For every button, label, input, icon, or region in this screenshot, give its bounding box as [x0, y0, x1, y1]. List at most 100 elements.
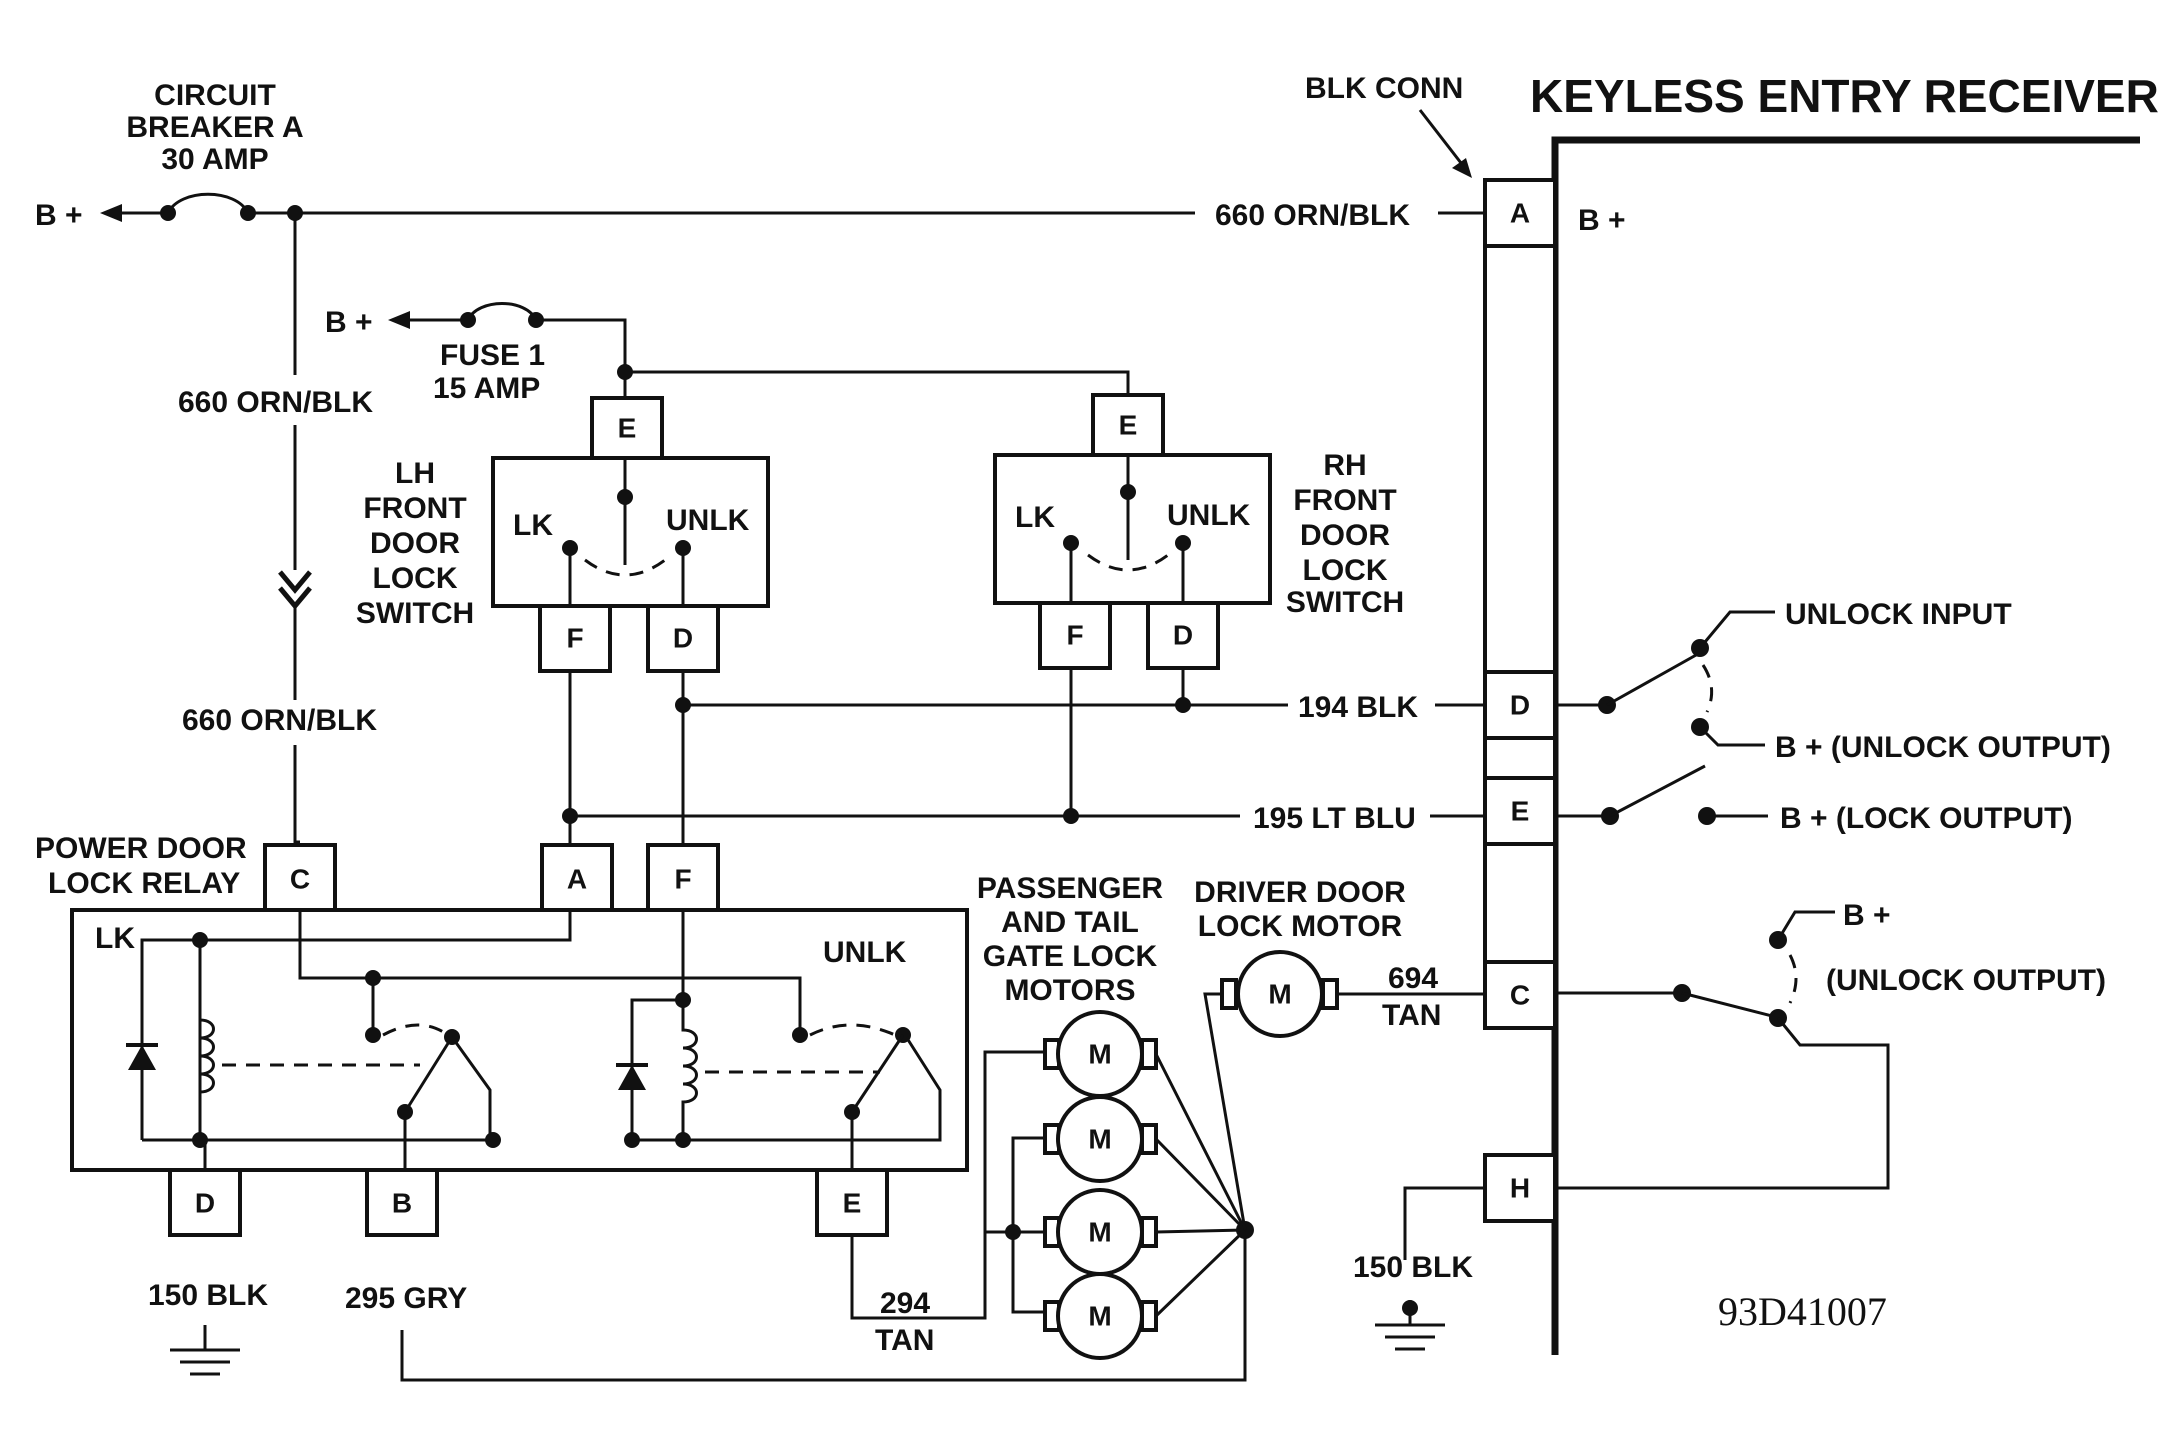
unlock-input-label: UNLOCK INPUT	[1785, 598, 2012, 631]
lh-switch-label-4: LOCK	[373, 562, 458, 595]
relay-lk-label: LK	[95, 922, 135, 955]
rh-lk-label: LK	[1015, 501, 1055, 534]
passenger-motors-label-3: GATE LOCK	[983, 940, 1158, 973]
wire-294-tan	[850, 1230, 1013, 1320]
driver-motor-m-label: M	[1268, 978, 1291, 1009]
receiver-pin-a	[1483, 178, 1557, 248]
driver-motor-label-1: DRIVER DOOR	[1194, 876, 1406, 909]
lh-switch-label-2: FRONT	[363, 492, 466, 525]
passenger-motors-label-4: MOTORS	[1004, 974, 1135, 1007]
bplus-unlock-output-label: B + (UNLOCK OUTPUT)	[1775, 731, 2111, 764]
connector-chevron	[278, 570, 312, 610]
relay-pin-b-label: B	[392, 1187, 412, 1218]
unlk-coil	[681, 1000, 698, 1140]
circuit-breaker-label-1: CIRCUIT	[154, 79, 276, 112]
lh-pin-e-label: E	[618, 412, 637, 443]
rh-pin-d-label: D	[1173, 619, 1193, 650]
rh-switch-label-2: FRONT	[1293, 484, 1396, 517]
wire-194-label: 194 BLK	[1298, 691, 1418, 724]
receiver-bplus-label: B +	[1578, 204, 1626, 237]
lk-diode	[128, 1045, 156, 1070]
bplus-lock-output-label: B + (LOCK OUTPUT)	[1780, 802, 2073, 835]
lk-relay-contact	[403, 1036, 454, 1113]
lh-switch-label-3: DOOR	[370, 527, 460, 560]
wire-195-label: 195 LT BLU	[1253, 802, 1416, 835]
rh-pin-e-label: E	[1119, 409, 1138, 440]
rh-switch-label-3: DOOR	[1300, 519, 1390, 552]
lh-front-door-lock-switch	[491, 396, 770, 673]
unlock-output-c-switch	[1681, 991, 1781, 1020]
bplus-c-label: B +	[1843, 899, 1891, 932]
relay-pin-a-label: A	[567, 863, 587, 894]
lock-output-switch	[1609, 764, 1706, 818]
receiver-pin-e	[1483, 776, 1557, 846]
fuse-1	[466, 302, 538, 321]
motor-common-wires	[1154, 1053, 1247, 1318]
receiver-pin-d-label: D	[1510, 689, 1530, 720]
passenger-motors-label-1: PASSENGER	[977, 872, 1163, 905]
breaker-bplus-arrow	[100, 204, 122, 222]
receiver-pin-e-label: E	[1511, 795, 1530, 826]
rh-pin-f-label: F	[1066, 619, 1083, 650]
passenger-motors-label-2: AND TAIL	[1001, 906, 1139, 939]
rh-switch-label-1: RH	[1323, 449, 1366, 482]
wire-660-left-upper-label: 660 ORN/BLK	[178, 386, 373, 419]
ground-symbol-left	[170, 1325, 240, 1376]
rh-front-door-lock-switch	[993, 393, 1272, 670]
blk-conn-label: BLK CONN	[1305, 72, 1463, 105]
wire-660-top-label: 660 ORN/BLK	[1215, 199, 1410, 232]
driver-motor-label-2: LOCK MOTOR	[1198, 910, 1403, 943]
receiver-pin-c-label: C	[1510, 979, 1530, 1010]
wire-660-left-lower	[293, 745, 300, 844]
fuse-label-1: FUSE 1	[440, 339, 545, 372]
motor-m-label-3: M	[1088, 1216, 1111, 1247]
blk-conn-arrow	[1418, 109, 1470, 173]
lh-switch-label-1: LH	[395, 457, 435, 490]
lh-pin-f-label: F	[566, 622, 583, 653]
passenger-motor-3	[1043, 1188, 1158, 1276]
breaker-bplus-label: B +	[35, 199, 83, 232]
rh-switch-label-4: LOCK	[1303, 554, 1388, 587]
rh-unlk-label: UNLK	[1167, 499, 1251, 532]
lk-coil	[199, 1018, 215, 1094]
relay-pin-c-label: C	[290, 863, 310, 894]
relay-unlk-label: UNLK	[823, 936, 907, 969]
relay-label-1: POWER DOOR	[35, 832, 247, 865]
receiver-pin-h-label: H	[1510, 1172, 1530, 1203]
relay-pin-d-label: D	[195, 1187, 215, 1218]
lh-switch-label-5: SWITCH	[356, 597, 474, 630]
wire-294-num-label: 294	[880, 1287, 930, 1320]
blk-connector	[1483, 178, 1557, 1223]
wire-295-gry	[400, 1230, 1247, 1382]
ground-symbol-right	[1375, 1300, 1445, 1351]
lh-lk-label: LK	[513, 509, 553, 542]
passenger-motor-4	[1043, 1272, 1158, 1360]
wire-fuse-to-switches	[625, 370, 1130, 395]
wire-150-right-label: 150 BLK	[1353, 1251, 1473, 1284]
wire-694-num-label: 694	[1388, 962, 1438, 995]
unlock-input-switch	[1606, 648, 1706, 707]
receiver-pin-h	[1483, 1153, 1557, 1223]
fuse-label-2: 15 AMP	[433, 372, 540, 405]
relay-pin-e-label: E	[843, 1187, 862, 1218]
relay-pin-f-label: F	[674, 863, 691, 894]
fuse-bplus-label: B +	[325, 306, 373, 339]
receiver-pin-a-label: A	[1510, 197, 1530, 228]
wire-294-color-label: TAN	[875, 1324, 934, 1357]
wire-660-left-lower-label: 660 ORN/BLK	[182, 704, 377, 737]
driver-door-lock-motor	[1220, 950, 1339, 1038]
circuit-breaker-label-3: 30 AMP	[161, 143, 268, 176]
circuit-breaker-a	[166, 192, 250, 214]
motor-m-label-2: M	[1088, 1123, 1111, 1154]
blk-conn-arrowhead	[1452, 158, 1472, 178]
fuse-bplus-arrow	[388, 311, 410, 329]
passenger-motor-2	[1043, 1095, 1158, 1183]
circuit-breaker-label-2: BREAKER A	[126, 111, 303, 144]
motor-m-label-1: M	[1088, 1038, 1111, 1069]
unlk-relay-contact	[850, 1034, 905, 1113]
unlk-diode	[618, 1065, 646, 1090]
lh-pin-d-label: D	[673, 622, 693, 653]
wire-295-label: 295 GRY	[345, 1282, 467, 1315]
rh-switch-label-5: SWITCH	[1286, 586, 1404, 619]
